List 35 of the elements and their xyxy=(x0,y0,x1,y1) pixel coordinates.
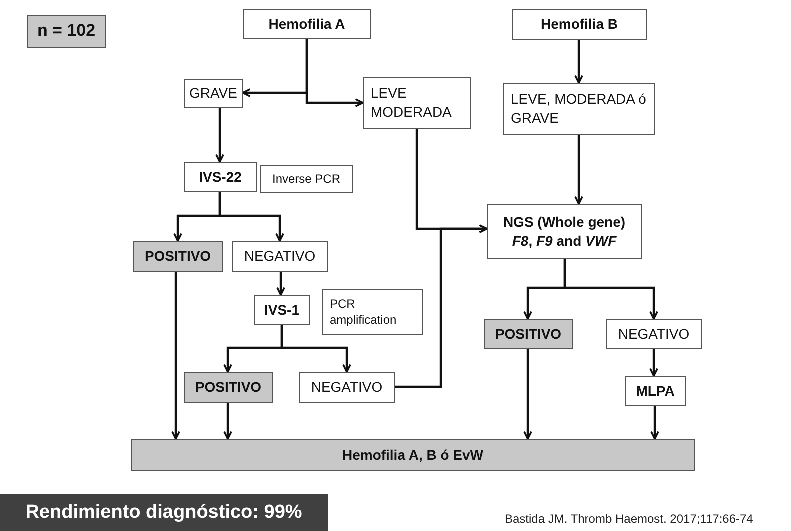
arrow xyxy=(224,403,232,440)
yield-banner: Rendimiento diagnóstico: 99% xyxy=(0,494,328,531)
result-box: NEGATIVO xyxy=(232,241,328,272)
process-box: NGS (Whole gene) F8, F9 and VWF xyxy=(487,204,642,259)
method-note: Inverse PCR xyxy=(260,165,353,193)
arrow xyxy=(218,192,284,242)
arrow xyxy=(306,39,364,108)
arrow xyxy=(574,135,584,205)
process-box: MLPA xyxy=(625,376,686,406)
arrow xyxy=(280,325,352,373)
count-box: n = 102 xyxy=(27,15,106,48)
result-box: POSITIVO xyxy=(484,319,573,349)
process-box: IVS-1 xyxy=(254,295,310,325)
arrow xyxy=(650,349,658,377)
arrow xyxy=(172,272,180,440)
arrow xyxy=(574,40,584,84)
result-box: POSITIVO xyxy=(184,372,273,403)
process-box: LEVE MODERADA xyxy=(363,77,471,129)
citation: Bastida JM. Thromb Haemost. 2017;117:66-74 xyxy=(505,511,754,528)
process-box: IVS-22 xyxy=(184,162,257,192)
method-note: PCR amplification xyxy=(322,289,423,335)
arrow xyxy=(564,259,658,320)
process-box: GRAVE xyxy=(184,79,243,108)
result-box: NEGATIVO xyxy=(299,372,395,403)
arrow xyxy=(216,108,224,163)
arrow xyxy=(524,349,532,440)
process-box: Hemofilia A xyxy=(243,9,371,39)
result-box: NEGATIVO xyxy=(606,319,702,349)
outcome-bar: Hemofilia A, B ó EvW xyxy=(131,439,695,471)
result-box: POSITIVO xyxy=(133,241,223,272)
process-box: Hemofilia B xyxy=(512,9,647,40)
arrow xyxy=(276,272,286,296)
process-box: LEVE, MODERADA ó GRAVE xyxy=(503,83,655,135)
arrow xyxy=(395,224,488,388)
arrow xyxy=(650,406,660,440)
